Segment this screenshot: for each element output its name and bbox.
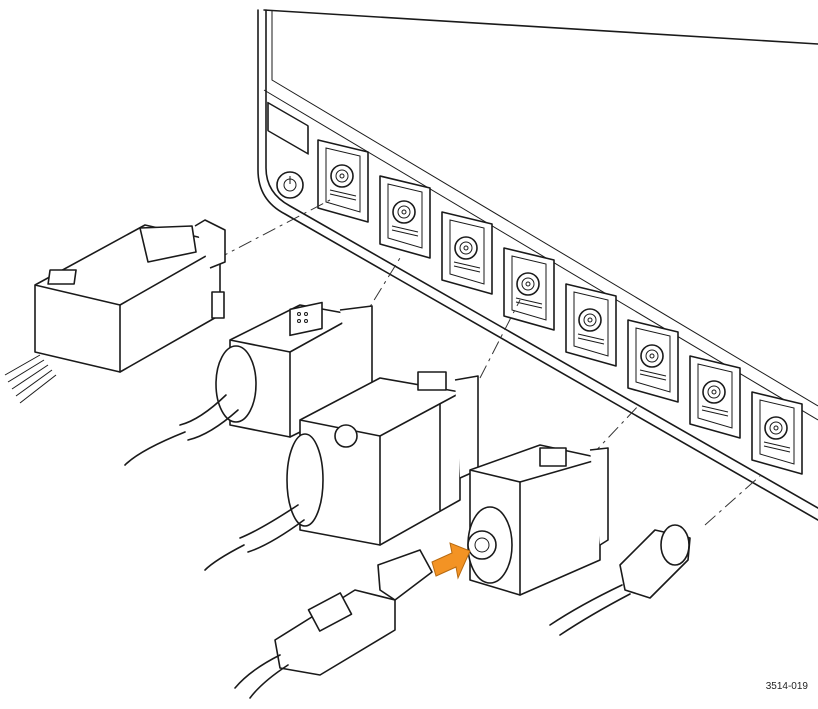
ribbon-cable <box>4 354 57 404</box>
instrument-front-panel <box>257 9 818 521</box>
bnc-connector <box>467 530 497 560</box>
channel-sockets <box>317 139 803 475</box>
channel-socket-5 <box>565 283 617 367</box>
probe-button-small <box>289 301 323 337</box>
probe-button-round <box>334 424 358 448</box>
adapter-top-button <box>539 447 567 467</box>
channel-socket-6 <box>627 319 679 403</box>
panel-label-plate <box>267 101 309 155</box>
bnc-passive-probe <box>234 549 433 699</box>
probe-top-button <box>417 371 447 391</box>
insertion-arrow <box>431 542 471 580</box>
figure-id-label: 3514-019 <box>765 681 808 692</box>
channel-socket-7 <box>689 355 741 439</box>
small-active-probe <box>124 301 373 466</box>
channel-socket-8 <box>751 391 803 475</box>
logic-probe-pod <box>4 219 226 404</box>
channel-socket-3 <box>441 211 493 295</box>
bnc-adapter <box>467 444 609 596</box>
channel-socket-2 <box>379 175 431 259</box>
pod-button <box>47 269 77 285</box>
large-active-probe <box>204 371 479 571</box>
power-icon <box>276 171 304 199</box>
bnc-passive-probe-connector <box>549 524 691 636</box>
channel-socket-4 <box>503 247 555 331</box>
channel-socket-1 <box>317 139 369 223</box>
